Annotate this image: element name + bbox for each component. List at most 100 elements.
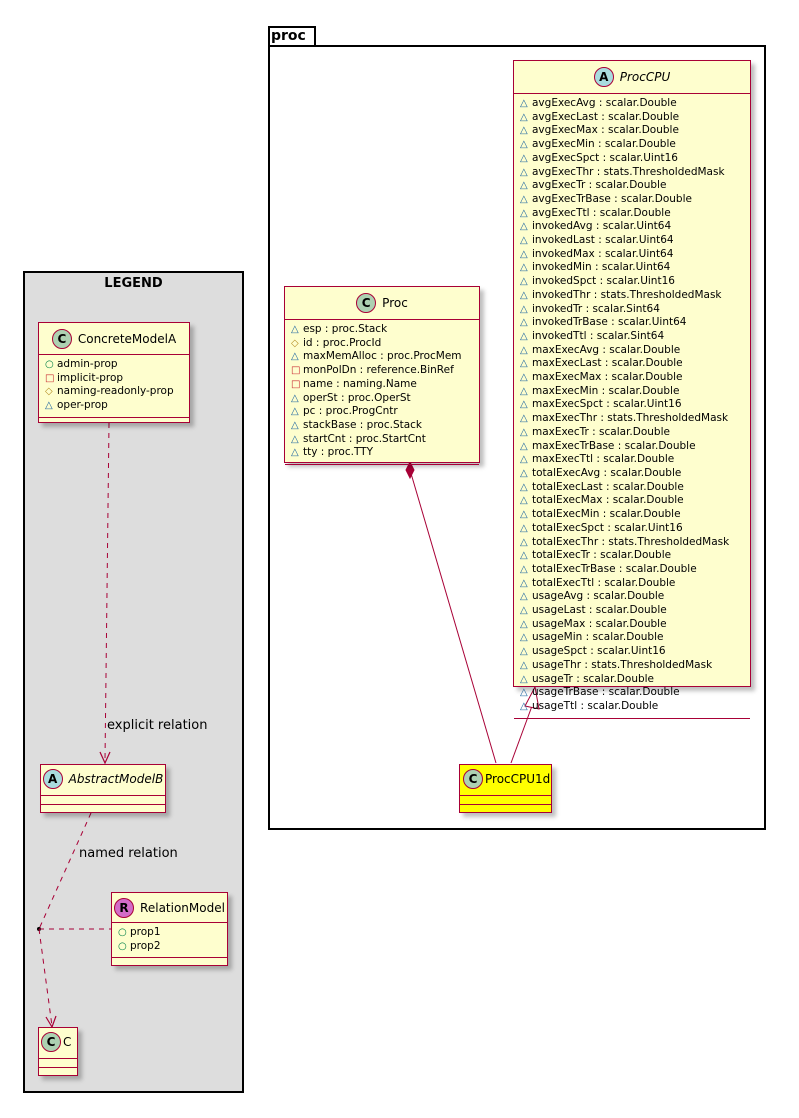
attribute-row: △invokedLast : scalar.Uint64: [520, 234, 746, 248]
attribute-row: △maxExecTr : scalar.Double: [520, 426, 746, 440]
visibility-icon: □: [291, 378, 301, 390]
attribute-text: admin-prop: [57, 358, 118, 370]
attribute-row: △avgExecThr : stats.ThresholdedMask: [520, 166, 746, 180]
class-name: ProcCPU1d: [485, 772, 551, 786]
visibility-icon: △: [520, 522, 528, 534]
visibility-icon: △: [291, 392, 299, 404]
attribute-row: △pc : proc.ProgCntr: [291, 405, 475, 419]
attribute-row: △usageLast : scalar.Double: [520, 604, 746, 618]
visibility-icon: △: [520, 152, 528, 164]
attribute-text: invokedThr : stats.ThresholdedMask: [532, 288, 722, 301]
attribute-list: ○admin-prop□implicit-prop◇naming-readonl…: [39, 355, 189, 417]
attribute-row: □monPolDn : reference.BinRef: [291, 364, 475, 378]
attribute-row: △startCnt : proc.StartCnt: [291, 433, 475, 447]
attribute-text: maxExecMax : scalar.Double: [532, 371, 683, 384]
attribute-text: totalExecTrBase : scalar.Double: [532, 562, 697, 575]
attribute-row: △invokedTr : scalar.Sint64: [520, 303, 746, 317]
visibility-icon: ○: [118, 940, 127, 952]
visibility-icon: △: [520, 207, 528, 219]
attribute-row: △avgExecTr : scalar.Double: [520, 179, 746, 193]
class-name: C: [63, 1035, 72, 1049]
visibility-icon: △: [520, 687, 528, 699]
attribute-text: usageThr : stats.ThresholdedMask: [532, 658, 713, 671]
visibility-icon: △: [291, 406, 299, 418]
attribute-text: oper-prop: [57, 399, 108, 412]
attribute-text: avgExecSpct : scalar.Uint16: [532, 151, 678, 164]
visibility-icon: △: [291, 433, 299, 445]
attribute-text: invokedLast : scalar.Uint64: [532, 234, 674, 247]
attribute-text: invokedTrBase : scalar.Uint64: [532, 316, 687, 329]
attribute-text: usageMin : scalar.Double: [532, 631, 664, 644]
attribute-row: △maxExecAvg : scalar.Double: [520, 344, 746, 358]
attribute-row: △operSt : proc.OperSt: [291, 392, 475, 406]
visibility-icon: △: [520, 509, 528, 521]
attribute-row: △avgExecMax : scalar.Double: [520, 124, 746, 138]
explicit-relation-arrowhead: [99, 751, 111, 765]
attribute-row: △maxExecLast : scalar.Double: [520, 357, 746, 371]
visibility-icon: △: [520, 454, 528, 466]
attribute-row: △maxExecMax : scalar.Double: [520, 371, 746, 385]
legend-title: LEGEND: [104, 276, 163, 291]
attribute-row: □name : naming.Name: [291, 378, 475, 392]
attribute-text: id : proc.ProcId: [303, 336, 382, 349]
attribute-text: stackBase : proc.Stack: [303, 418, 423, 431]
visibility-icon: △: [520, 591, 528, 603]
visibility-icon: △: [520, 385, 528, 397]
attribute-text: monPolDn : reference.BinRef: [303, 364, 454, 377]
attribute-row: △invokedMin : scalar.Uint64: [520, 261, 746, 275]
attribute-text: avgExecTr : scalar.Double: [532, 179, 667, 192]
visibility-icon: △: [291, 419, 299, 431]
attribute-row: △maxMemAlloc : proc.ProcMem: [291, 350, 475, 364]
class-name: ProcCPU: [619, 70, 671, 84]
attribute-text: usageMax : scalar.Double: [532, 617, 667, 630]
visibility-icon: □: [45, 372, 55, 384]
visibility-icon: △: [520, 646, 528, 658]
attribute-text: invokedSpct : scalar.Uint16: [532, 275, 675, 288]
visibility-icon: △: [520, 495, 528, 507]
visibility-icon: ◇: [291, 337, 299, 349]
attribute-text: implicit-prop: [57, 371, 124, 384]
attribute-row: ○admin-prop: [45, 358, 185, 372]
visibility-icon: △: [520, 413, 528, 425]
attribute-text: maxExecThr : stats.ThresholdedMask: [532, 412, 729, 425]
visibility-icon: △: [520, 673, 528, 685]
attribute-row: △ usageAvg : scalar.Double: [520, 590, 746, 604]
visibility-icon: △: [520, 563, 528, 575]
attribute-text: prop1: [130, 926, 161, 938]
visibility-icon: △: [520, 550, 528, 562]
attribute-row: △usageMax : scalar.Double: [520, 618, 746, 632]
visibility-icon: △: [520, 605, 528, 617]
attribute-row: △tty : proc.TTY: [291, 446, 475, 460]
attribute-text: maxMemAlloc : proc.ProcMem: [303, 350, 462, 363]
attribute-row: △maxExecTrBase : scalar.Double: [520, 440, 746, 454]
attribute-row: △totalExecTr : scalar.Double: [520, 549, 746, 563]
attribute-row: △maxExecSpct : scalar.Uint16: [520, 398, 746, 412]
inheritance-arrowhead: [524, 685, 540, 710]
attribute-text: avgExecMin : scalar.Double: [532, 138, 676, 151]
attribute-text: usageAvg : scalar.Double: [532, 590, 665, 603]
package-name: proc: [271, 28, 306, 44]
attribute-row: △usageTtl : scalar.Double: [520, 700, 746, 714]
attribute-row: △ avgExecSpct : scalar.Uint16: [520, 152, 746, 166]
explicit-relation-edge: [104, 422, 110, 761]
visibility-icon: △: [520, 399, 528, 411]
visibility-icon: △: [520, 193, 528, 205]
attribute-row: △avgExecLast : scalar.Double: [520, 111, 746, 125]
class-stereotype-icon: C: [356, 293, 377, 313]
attribute-row: △invokedAvg : scalar.Uint64: [520, 220, 746, 234]
visibility-icon: △: [291, 447, 299, 459]
attribute-row: △invokedSpct : scalar.Uint16: [520, 275, 746, 289]
attribute-row: △invokedTtl : scalar.Sint64: [520, 330, 746, 344]
attribute-text: maxExecTtl : scalar.Double: [532, 453, 675, 466]
visibility-icon: △: [520, 125, 528, 137]
attribute-row: △avgExecTtl : scalar.Double: [520, 207, 746, 221]
attribute-row: △ maxExecThr : stats.ThresholdedMask: [520, 412, 746, 426]
attribute-text: usageTr : scalar.Double: [532, 672, 655, 685]
